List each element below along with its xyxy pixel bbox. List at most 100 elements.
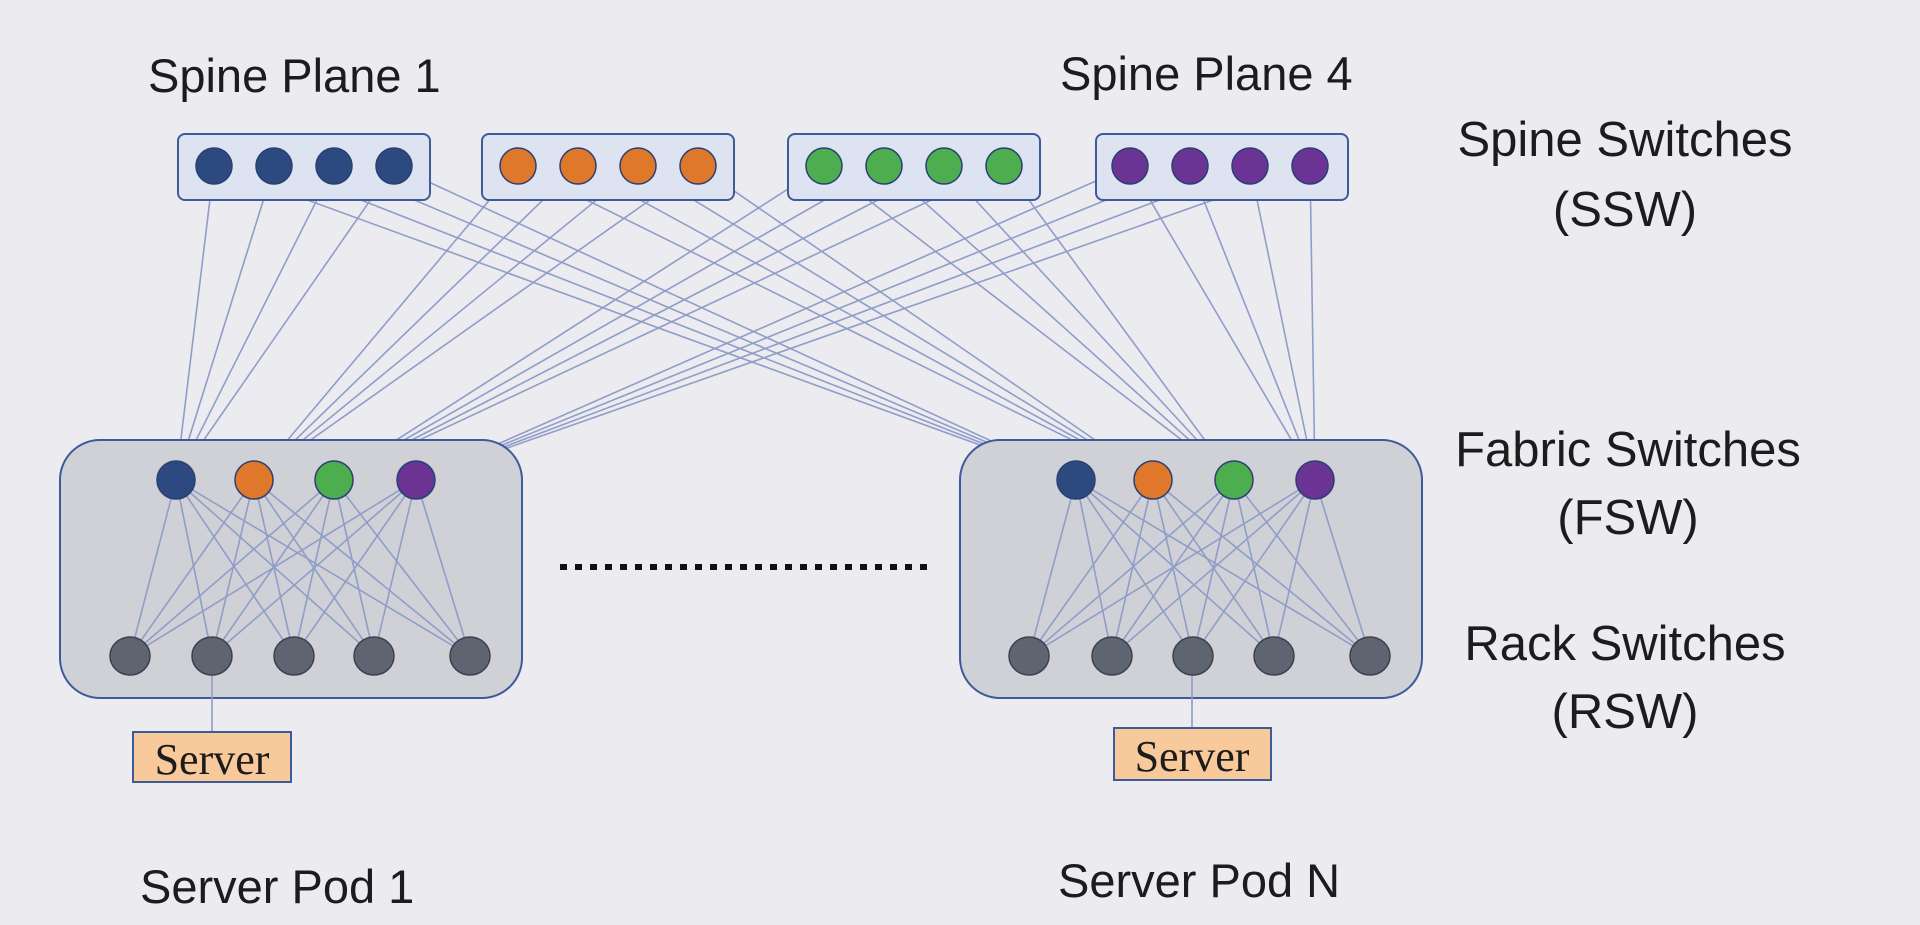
- spine-switch-node: [195, 147, 233, 185]
- spine-fabric-link: [1249, 165, 1316, 481]
- fabric-switch-node: [156, 460, 196, 500]
- spine-fabric-link: [1189, 165, 1316, 481]
- fabric-rack-link: [1028, 479, 1077, 657]
- spine-fabric-link: [333, 165, 885, 481]
- spine-switch-node: [925, 147, 963, 185]
- fabric-switch-node: [1295, 460, 1335, 500]
- server-pod-n-server: Server: [1113, 727, 1272, 781]
- spine-fabric-link: [883, 165, 1235, 481]
- spine-switch-node: [315, 147, 353, 185]
- fabric-rack-link: [1028, 479, 1154, 657]
- spine-fabric-link: [253, 165, 579, 481]
- spine-switch-node: [865, 147, 903, 185]
- spine-fabric-link: [943, 165, 1235, 481]
- spine-fabric-link: [175, 165, 275, 481]
- rack-switch-node: [1172, 636, 1214, 676]
- spine-fabric-link: [213, 165, 1077, 481]
- spine-switch-node: [985, 147, 1023, 185]
- rack-switches-abbr: (RSW): [1552, 685, 1699, 739]
- rack-switch-node: [1091, 636, 1133, 676]
- boxes-layer: [59, 439, 1423, 732]
- rack-switch-node: [449, 636, 491, 676]
- fabric-rack-link: [1111, 479, 1316, 657]
- rack-switch-node: [1253, 636, 1295, 676]
- fabric-rack-link: [1233, 479, 1371, 657]
- spine-switches-label: Spine Switches: [1457, 113, 1792, 167]
- spine-fabric-link: [175, 165, 335, 481]
- spine-fabric-link: [253, 165, 519, 481]
- rack-switch-node: [1349, 636, 1391, 676]
- fabric-rack-link: [1273, 479, 1316, 657]
- fabric-rack-link: [1152, 479, 1371, 657]
- spine-switch-node: [255, 147, 293, 185]
- rack-switch-node: [109, 636, 151, 676]
- fabric-switch-node: [234, 460, 274, 500]
- server-pod-box: [959, 439, 1423, 699]
- spine-fabric-link: [253, 165, 639, 481]
- links-layer: [175, 165, 1316, 481]
- nodes-layer: [109, 133, 1391, 676]
- fabric-rack-link: [1075, 479, 1275, 657]
- fabric-rack-link: [293, 479, 417, 657]
- fabric-rack-link: [175, 479, 213, 657]
- server-label: Server: [155, 735, 270, 784]
- spine-plane-box: [1095, 133, 1349, 201]
- spine-fabric-link: [333, 165, 1077, 481]
- spine-fabric-link: [517, 165, 1154, 481]
- fabric-rack-link: [175, 479, 295, 657]
- fabric-switch-node: [1056, 460, 1096, 500]
- fabric-rack-link: [129, 479, 417, 657]
- spine-fabric-link: [577, 165, 1154, 481]
- fabric-rack-link: [175, 479, 375, 657]
- rack-switch-node: [1008, 636, 1050, 676]
- fabric-rack-link: [129, 479, 255, 657]
- fabric-rack-link: [415, 479, 471, 657]
- spine-fabric-link: [415, 165, 1131, 481]
- spine-fabric-link: [253, 165, 699, 481]
- spine-fabric-link: [415, 165, 1311, 481]
- spine-fabric-link: [1129, 165, 1316, 481]
- fabric-rack-link: [1075, 479, 1113, 657]
- fabric-rack-link: [1075, 479, 1371, 657]
- spine-fabric-link: [175, 165, 395, 481]
- server-pod-1-server: Server: [132, 731, 292, 784]
- rack-switch-node: [353, 636, 395, 676]
- spine-fabric-link: [273, 165, 1077, 481]
- spine-switch-node: [559, 147, 597, 185]
- fabric-rack-link: [373, 479, 417, 657]
- fabric-switch-node: [314, 460, 354, 500]
- fabric-switches-label: Fabric Switches: [1455, 423, 1801, 477]
- spine-fabric-link: [175, 165, 215, 481]
- rack-switches-label: Rack Switches: [1464, 617, 1785, 671]
- server-pod-n-label: Server Pod N: [1058, 854, 1340, 907]
- fabric-rack-link: [1028, 479, 1316, 657]
- spine-fabric-link: [1309, 165, 1316, 481]
- fabric-rack-link: [129, 479, 335, 657]
- fabric-rack-link: [333, 479, 375, 657]
- fabric-rack-link: [175, 479, 471, 657]
- spine-plane-box: [177, 133, 431, 201]
- spine-plane-1-label: Spine Plane 1: [148, 49, 441, 102]
- spine-switch-node: [1171, 147, 1209, 185]
- fabric-switches-abbr: (FSW): [1557, 491, 1699, 545]
- fabric-rack-link: [129, 479, 177, 657]
- spine-switch-node: [679, 147, 717, 185]
- server-pod-1-label: Server Pod 1: [140, 860, 414, 913]
- spine-fabric-link: [1003, 165, 1235, 481]
- spine-switch-node: [1231, 147, 1269, 185]
- fabric-switch-node: [1133, 460, 1173, 500]
- fabric-rack-link: [1192, 479, 1316, 657]
- spine-switch-node: [1111, 147, 1149, 185]
- fabric-rack-link: [211, 479, 417, 657]
- spine-plane-box: [481, 133, 735, 201]
- spine-fabric-link: [823, 165, 1235, 481]
- spine-switch-node: [499, 147, 537, 185]
- fabric-switch-node: [1214, 460, 1254, 500]
- spine-fabric-link: [697, 165, 1154, 481]
- spine-switch-node: [619, 147, 657, 185]
- rack-switch-node: [191, 636, 233, 676]
- server-label: Server: [1135, 732, 1250, 781]
- fabric-rack-link: [253, 479, 471, 657]
